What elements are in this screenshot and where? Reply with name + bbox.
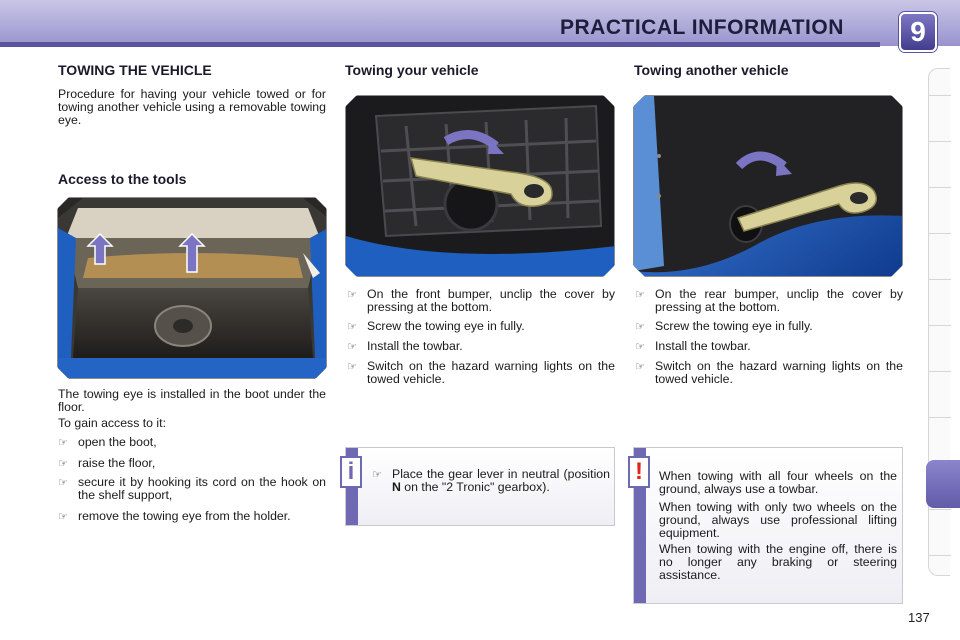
access-intro-text: To gain access to it:	[58, 416, 166, 430]
towing-eye-location-text: The towing eye is installed in the boot …	[58, 387, 326, 414]
warning-text-engine-off: When towing with the engine off, there i…	[659, 542, 897, 582]
chapter-badge: 9	[899, 12, 937, 52]
section-heading-towing-your-vehicle: Towing your vehicle	[345, 62, 479, 78]
pointing-hand-icon: ☞	[347, 320, 357, 333]
tab-divider	[929, 555, 951, 556]
warning-text-four-wheels: When towing with all four wheels on the …	[659, 469, 897, 496]
section-heading-towing: TOWING THE VEHICLE	[58, 62, 212, 78]
list-item-text: On the rear bumper, unclip the cover by …	[655, 287, 903, 314]
pointing-hand-icon: ☞	[58, 476, 68, 489]
gear-position-label: N	[392, 480, 401, 494]
pointing-hand-icon: ☞	[58, 510, 68, 523]
page-number: 137	[908, 610, 930, 625]
list-item: ☞ On the rear bumper, unclip the cover by…	[635, 288, 903, 314]
info-note-text: ☞ Place the gear lever in neutral (positi…	[372, 468, 610, 494]
list-item: ☞ Switch on the hazard warning lights on …	[347, 360, 615, 386]
pointing-hand-icon: ☞	[58, 457, 68, 470]
list-item-text: Install the towbar.	[655, 339, 751, 353]
pointing-hand-icon: ☞	[347, 288, 357, 301]
page-title: PRACTICAL INFORMATION	[560, 16, 844, 39]
pointing-hand-icon: ☞	[372, 468, 382, 481]
info-note-box: ☞ Place the gear lever in neutral (positi…	[345, 447, 615, 526]
chapter-tab-active[interactable]	[926, 460, 960, 508]
list-item-text: Switch on the hazard warning lights on t…	[367, 359, 615, 386]
list-item: ☞ open the boot,	[58, 435, 326, 450]
pointing-hand-icon: ☞	[635, 360, 645, 373]
warning-text-two-wheels: When towing with only two wheels on the …	[659, 500, 897, 540]
subheading-access-tools: Access to the tools	[58, 171, 187, 187]
warning-icon: !	[628, 456, 650, 488]
pointing-hand-icon: ☞	[635, 288, 645, 301]
warning-note-box: When towing with all four wheels on the …	[633, 447, 903, 604]
list-item-text: Install the towbar.	[367, 339, 463, 353]
tab-divider	[929, 325, 951, 326]
list-item: ☞ secure it by hooking its cord on the ho…	[58, 476, 326, 502]
info-text-part: on the "2 Tronic" gearbox).	[400, 480, 550, 494]
info-text-part: Place the gear lever in neutral (positio…	[392, 467, 610, 481]
list-item-text: Screw the towing eye in fully.	[655, 319, 813, 333]
pointing-hand-icon: ☞	[635, 340, 645, 353]
header-band	[0, 0, 960, 46]
list-item: ☞ raise the floor,	[58, 456, 326, 471]
list-item-text: Switch on the hazard warning lights on t…	[655, 359, 903, 386]
pointing-hand-icon: ☞	[58, 436, 68, 449]
list-item: ☞ remove the towing eye from the holder.	[58, 509, 326, 524]
list-item-text: raise the floor,	[78, 456, 156, 470]
rear-bumper-illustration	[634, 96, 903, 277]
tab-divider	[929, 279, 951, 280]
list-item-text: remove the towing eye from the holder.	[78, 509, 291, 523]
list-item-text: Screw the towing eye in fully.	[367, 319, 525, 333]
list-item: ☞ Screw the towing eye in fully.	[347, 319, 615, 334]
front-bumper-photo	[345, 95, 615, 277]
section-heading-towing-another-vehicle: Towing another vehicle	[634, 62, 789, 78]
tab-divider	[929, 95, 951, 96]
boot-photo	[57, 197, 327, 379]
front-bumper-illustration	[346, 96, 615, 277]
header-edge	[0, 42, 880, 47]
tab-divider	[929, 187, 951, 188]
pointing-hand-icon: ☞	[347, 360, 357, 373]
tab-divider	[929, 141, 951, 142]
info-icon: i	[340, 456, 362, 488]
list-item: ☞ On the front bumper, unclip the cover b…	[347, 288, 615, 314]
pointing-hand-icon: ☞	[635, 320, 645, 333]
list-item: ☞ Screw the towing eye in fully.	[635, 319, 903, 334]
boot-illustration	[58, 198, 327, 379]
list-item: ☞ Install the towbar.	[635, 339, 903, 354]
list-item-text: secure it by hooking its cord on the hoo…	[78, 475, 326, 502]
tab-divider	[929, 371, 951, 372]
list-item: ☞ Switch on the hazard warning lights on …	[635, 360, 903, 386]
tab-divider	[929, 417, 951, 418]
list-item-text: open the boot,	[78, 435, 157, 449]
intro-text: Procedure for having your vehicle towed …	[58, 87, 326, 127]
tab-divider	[929, 509, 951, 510]
list-item-text: On the front bumper, unclip the cover by…	[367, 287, 615, 314]
rear-bumper-photo	[633, 95, 903, 277]
pointing-hand-icon: ☞	[347, 340, 357, 353]
list-item: ☞ Install the towbar.	[347, 339, 615, 354]
tab-divider	[929, 233, 951, 234]
